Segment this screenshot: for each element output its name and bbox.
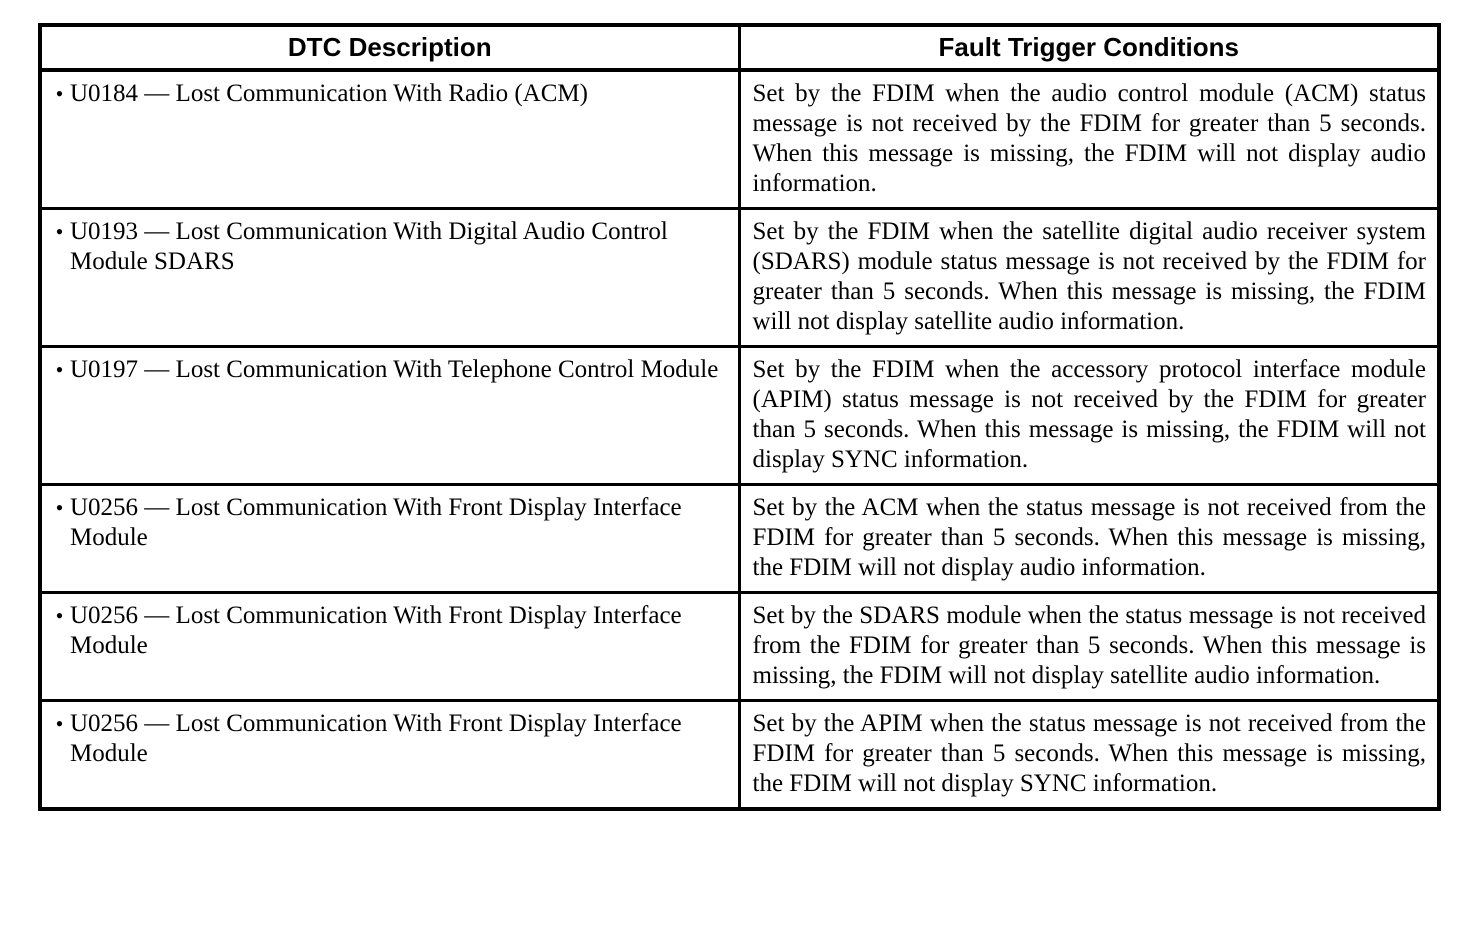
- fault-trigger-text: Set by the SDARS module when the status …: [752, 602, 1427, 689]
- table-row: • U0256 — Lost Communication With Front …: [38, 483, 1441, 594]
- dtc-description-cell: • U0193 — Lost Communication With Digita…: [38, 207, 741, 348]
- dtc-code-text: U0193 — Lost Communication With Digital …: [70, 218, 668, 275]
- fault-trigger-cell: Set by the FDIM when the accessory proto…: [737, 345, 1441, 486]
- dtc-list-item: • U0256 — Lost Communication With Front …: [49, 709, 728, 769]
- fault-trigger-text: Set by the ACM when the status message i…: [752, 494, 1427, 581]
- dtc-list-item: • U0197 — Lost Communication With Teleph…: [49, 355, 728, 385]
- fault-trigger-cell: Set by the APIM when the status message …: [737, 699, 1441, 811]
- bullet-icon: •: [55, 603, 64, 628]
- dtc-description-cell: • U0256 — Lost Communication With Front …: [38, 483, 741, 594]
- dtc-description-cell: • U0184 — Lost Communication With Radio …: [38, 68, 741, 210]
- column-header-fault-trigger-conditions: Fault Trigger Conditions: [737, 23, 1441, 72]
- table-body: • U0184 — Lost Communication With Radio …: [38, 68, 1441, 811]
- dtc-list-item: • U0256 — Lost Communication With Front …: [49, 493, 728, 553]
- fault-trigger-cell: Set by the ACM when the status message i…: [737, 483, 1441, 594]
- table-row: • U0184 — Lost Communication With Radio …: [38, 68, 1441, 210]
- dtc-code-text: U0256 — Lost Communication With Front Di…: [70, 602, 682, 659]
- dtc-list-item: • U0256 — Lost Communication With Front …: [49, 601, 728, 661]
- table-row: • U0256 — Lost Communication With Front …: [38, 699, 1441, 811]
- dtc-code-text: U0256 — Lost Communication With Front Di…: [70, 494, 682, 551]
- table-row: • U0197 — Lost Communication With Teleph…: [38, 345, 1441, 486]
- dtc-code-text: U0197 — Lost Communication With Telephon…: [70, 356, 719, 383]
- fault-trigger-text: Set by the FDIM when the satellite digit…: [752, 218, 1427, 335]
- fault-trigger-text: Set by the FDIM when the audio control m…: [752, 80, 1427, 197]
- dtc-description-cell: • U0256 — Lost Communication With Front …: [38, 699, 741, 811]
- table-row: • U0193 — Lost Communication With Digita…: [38, 207, 1441, 348]
- dtc-code-text: U0184 — Lost Communication With Radio (A…: [70, 80, 588, 107]
- fault-trigger-cell: Set by the SDARS module when the status …: [737, 591, 1441, 702]
- dtc-list-item: • U0184 — Lost Communication With Radio …: [49, 79, 728, 109]
- table-header-row: DTC Description Fault Trigger Conditions: [38, 23, 1441, 72]
- fault-trigger-text: Set by the FDIM when the accessory proto…: [752, 356, 1427, 473]
- bullet-icon: •: [55, 495, 64, 520]
- dtc-code-text: U0256 — Lost Communication With Front Di…: [70, 710, 682, 767]
- bullet-icon: •: [55, 81, 64, 106]
- dtc-description-cell: • U0197 — Lost Communication With Teleph…: [38, 345, 741, 486]
- bullet-icon: •: [55, 219, 64, 244]
- bullet-icon: •: [55, 357, 64, 382]
- fault-trigger-text: Set by the APIM when the status message …: [752, 710, 1427, 797]
- fault-trigger-cell: Set by the FDIM when the audio control m…: [737, 68, 1441, 210]
- table-row: • U0256 — Lost Communication With Front …: [38, 591, 1441, 702]
- fault-trigger-cell: Set by the FDIM when the satellite digit…: [737, 207, 1441, 348]
- dtc-table: DTC Description Fault Trigger Conditions…: [38, 23, 1441, 811]
- bullet-icon: •: [55, 711, 64, 736]
- dtc-description-cell: • U0256 — Lost Communication With Front …: [38, 591, 741, 702]
- dtc-list-item: • U0193 — Lost Communication With Digita…: [49, 217, 728, 277]
- column-header-dtc-description: DTC Description: [38, 23, 741, 72]
